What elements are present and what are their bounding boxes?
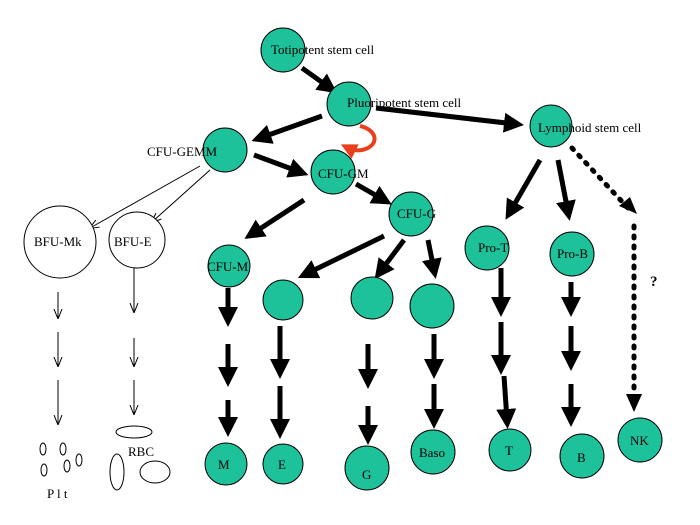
cell-e xyxy=(262,443,304,485)
cell-t xyxy=(488,428,532,472)
label-totipotent: Totipotent stem cell xyxy=(271,42,374,57)
arrow-g-to-g xyxy=(374,238,406,280)
rbc-shape-3 xyxy=(139,460,171,484)
arrow-t-3 xyxy=(496,375,517,429)
rbc-shape-1 xyxy=(115,425,153,439)
cell-bfu-e xyxy=(108,211,166,269)
arrow-gm-to-m xyxy=(244,197,306,239)
thin-gemm-to-bfumk xyxy=(90,165,201,228)
cell-cfu-g xyxy=(388,191,434,237)
dotted-arrowhead-2 xyxy=(626,394,642,412)
cell-cfu-gemm xyxy=(202,127,248,173)
label-pro-b: Pro-B xyxy=(557,246,588,261)
label-e: E xyxy=(278,457,286,472)
cell-g-precursor xyxy=(350,276,394,320)
thin-arrows xyxy=(58,165,211,424)
thick-arrows xyxy=(218,65,581,445)
cell-baso-precursor xyxy=(409,283,455,329)
arrow-lymphoid-to-prob xyxy=(555,159,576,221)
platelet-shape-4 xyxy=(63,459,71,473)
thin-gemm-to-bfue xyxy=(152,169,211,222)
cell-m xyxy=(204,442,248,486)
cell-lymphoid xyxy=(529,104,573,148)
label-cfu-gm: CFU-GM xyxy=(318,166,369,181)
label-unknown: ? xyxy=(650,274,658,290)
platelet-shape-1 xyxy=(39,442,47,456)
label-bfu-e: BFU-E xyxy=(114,234,152,249)
arrow-gm-to-g xyxy=(354,181,392,205)
platelet-shape-2 xyxy=(59,442,67,456)
label-bfu-mk: BFU-Mk xyxy=(34,234,82,249)
cell-cfu-m xyxy=(207,244,251,288)
platelet-shape-3 xyxy=(75,453,83,467)
rbc-shape-2 xyxy=(109,453,125,491)
label-rbc: RBC xyxy=(128,444,154,459)
cell-baso xyxy=(410,429,456,475)
cell-totipotent xyxy=(260,27,306,73)
label-nk: NK xyxy=(630,433,649,448)
label-baso: Baso xyxy=(419,445,445,460)
cell-pro-b xyxy=(549,231,595,277)
arrow-pluri-to-gemm xyxy=(251,113,323,144)
cell-pro-t xyxy=(464,225,510,271)
cell-e-precursor xyxy=(262,279,304,321)
arrow-lymphoid-to-prot xyxy=(505,158,543,220)
cell-b xyxy=(559,433,605,479)
arrow-g-to-e xyxy=(297,233,386,279)
arrow-gemm-to-gm xyxy=(253,152,309,178)
arrow-toti-to-pluri xyxy=(300,65,338,94)
label-cfu-gemm: CFU-GEMM xyxy=(147,144,218,159)
label-plt: P l t xyxy=(47,486,68,501)
cell-bfu-mk xyxy=(23,205,97,279)
dotted-arrows xyxy=(569,145,642,412)
label-cfu-g: CFU-G xyxy=(397,206,436,221)
arrow-g-to-baso xyxy=(422,239,442,279)
platelet-shape-5 xyxy=(40,463,48,477)
arrow-pluri-to-lymphoid xyxy=(375,105,524,133)
dotted-arrowhead-1 xyxy=(619,197,637,214)
cell-g xyxy=(344,445,390,491)
label-t: T xyxy=(505,443,513,458)
self-renewal-arrow xyxy=(340,124,377,159)
cell-nk xyxy=(617,417,663,463)
label-b: B xyxy=(577,450,586,465)
label-pluripotent: Pluoripotent stem cell xyxy=(347,95,461,110)
label-g: G xyxy=(362,467,371,482)
label-cfu-m: CFU-M xyxy=(207,259,249,274)
label-lymphoid: Lymphoid stem cell xyxy=(538,120,642,135)
label-pro-t: Pro-T xyxy=(478,240,508,255)
cell-pluripotent xyxy=(326,81,372,127)
cell-cfu-gm xyxy=(310,149,356,195)
dotted-lymphoid-to-nk xyxy=(569,145,631,211)
label-m: M xyxy=(218,457,230,472)
